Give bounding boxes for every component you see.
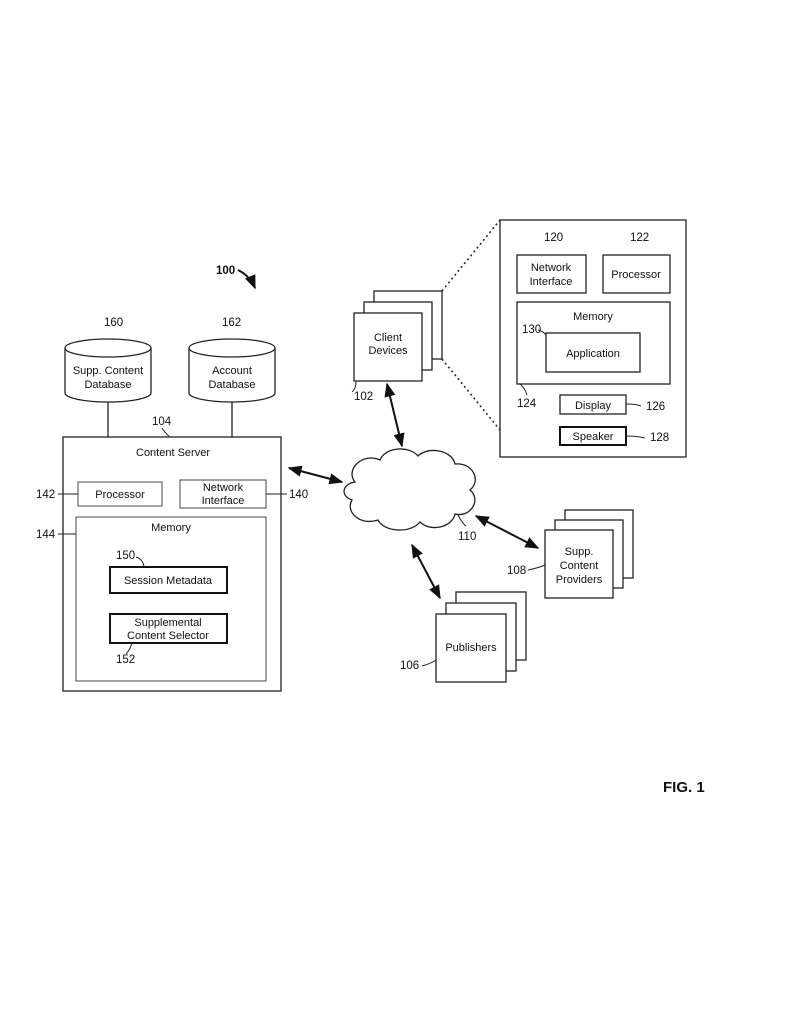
session-metadata-box	[109, 566, 228, 594]
providers-line1: Supp.	[565, 546, 594, 558]
content-server-title: Content Server	[136, 447, 210, 459]
client-devices-line1: Client	[374, 332, 402, 344]
publishers-ref: 106	[400, 660, 419, 672]
providers-line2: Content	[560, 560, 599, 572]
client-devices-ref: 102	[354, 391, 373, 403]
client-devices: Client Devices	[353, 290, 443, 382]
device-ni-line1: Network	[531, 262, 572, 274]
server-memory-ref: 144	[36, 529, 56, 541]
display-ref: 126	[646, 401, 665, 413]
client-devices-line2: Devices	[368, 345, 408, 357]
providers-ref: 108	[507, 565, 526, 577]
content-server-ref: 104	[152, 416, 172, 428]
network-cloud	[343, 448, 476, 531]
server-ni-line2: Interface	[202, 495, 245, 507]
device-ni-line2: Interface	[530, 276, 573, 288]
application-label: Application	[566, 348, 620, 360]
supp-db-label-line1: Supp. Content	[73, 365, 143, 377]
server-processor-ref: 142	[36, 489, 55, 501]
supp-content-database: Supp. Content Database	[64, 338, 152, 403]
supp-db-ref: 160	[104, 317, 123, 329]
selector-ref: 152	[116, 654, 135, 666]
device-network-interface-box	[516, 254, 587, 294]
server-network-interface-box	[179, 479, 267, 509]
server-memory-box	[75, 516, 267, 682]
system-ref-arrow	[237, 269, 256, 290]
selector-line1: Supplemental	[134, 617, 201, 629]
device-memory-ref: 124	[517, 398, 537, 410]
publishers-label: Publishers	[445, 642, 497, 654]
providers-line3: Providers	[556, 574, 603, 586]
application-ref: 130	[522, 324, 541, 336]
figure-label: FIG. 1	[663, 779, 705, 796]
supp-content-providers: Supp. Content Providers	[544, 509, 634, 599]
system-ref: 100	[216, 265, 235, 277]
server-network-arrow	[287, 465, 344, 485]
supp-db-label-line2: Database	[84, 379, 131, 391]
device-processor-label: Processor	[611, 269, 661, 281]
account-database: Account Database	[188, 338, 276, 403]
session-metadata-ref: 150	[116, 550, 135, 562]
server-ni-ref: 140	[289, 489, 308, 501]
device-processor-ref: 122	[630, 232, 649, 244]
account-db-label-line2: Database	[208, 379, 255, 391]
providers-network-arrow	[474, 515, 540, 549]
publishers: Publishers	[435, 591, 527, 683]
server-memory-label: Memory	[151, 522, 191, 534]
device-memory-label: Memory	[573, 311, 613, 323]
display-label: Display	[575, 400, 612, 412]
server-ni-line1: Network	[203, 482, 244, 494]
zoom-line-top	[441, 219, 501, 292]
application-box	[545, 332, 641, 373]
account-db-label-line1: Account	[212, 365, 252, 377]
device-ni-ref: 120	[544, 232, 563, 244]
network-ref: 110	[458, 531, 476, 543]
publishers-network-arrow	[411, 543, 441, 600]
zoom-line-bottom	[441, 358, 501, 431]
session-metadata-label: Session Metadata	[124, 575, 213, 587]
device-processor-box	[602, 254, 671, 294]
speaker-label: Speaker	[573, 431, 614, 443]
client-network-arrow	[384, 382, 405, 448]
selector-line2: Content Selector	[127, 630, 209, 642]
selector-box	[109, 613, 228, 644]
server-processor-label: Processor	[95, 489, 145, 501]
speaker-ref: 128	[650, 432, 669, 444]
account-db-ref: 162	[222, 317, 241, 329]
server-processor-box	[77, 481, 163, 507]
